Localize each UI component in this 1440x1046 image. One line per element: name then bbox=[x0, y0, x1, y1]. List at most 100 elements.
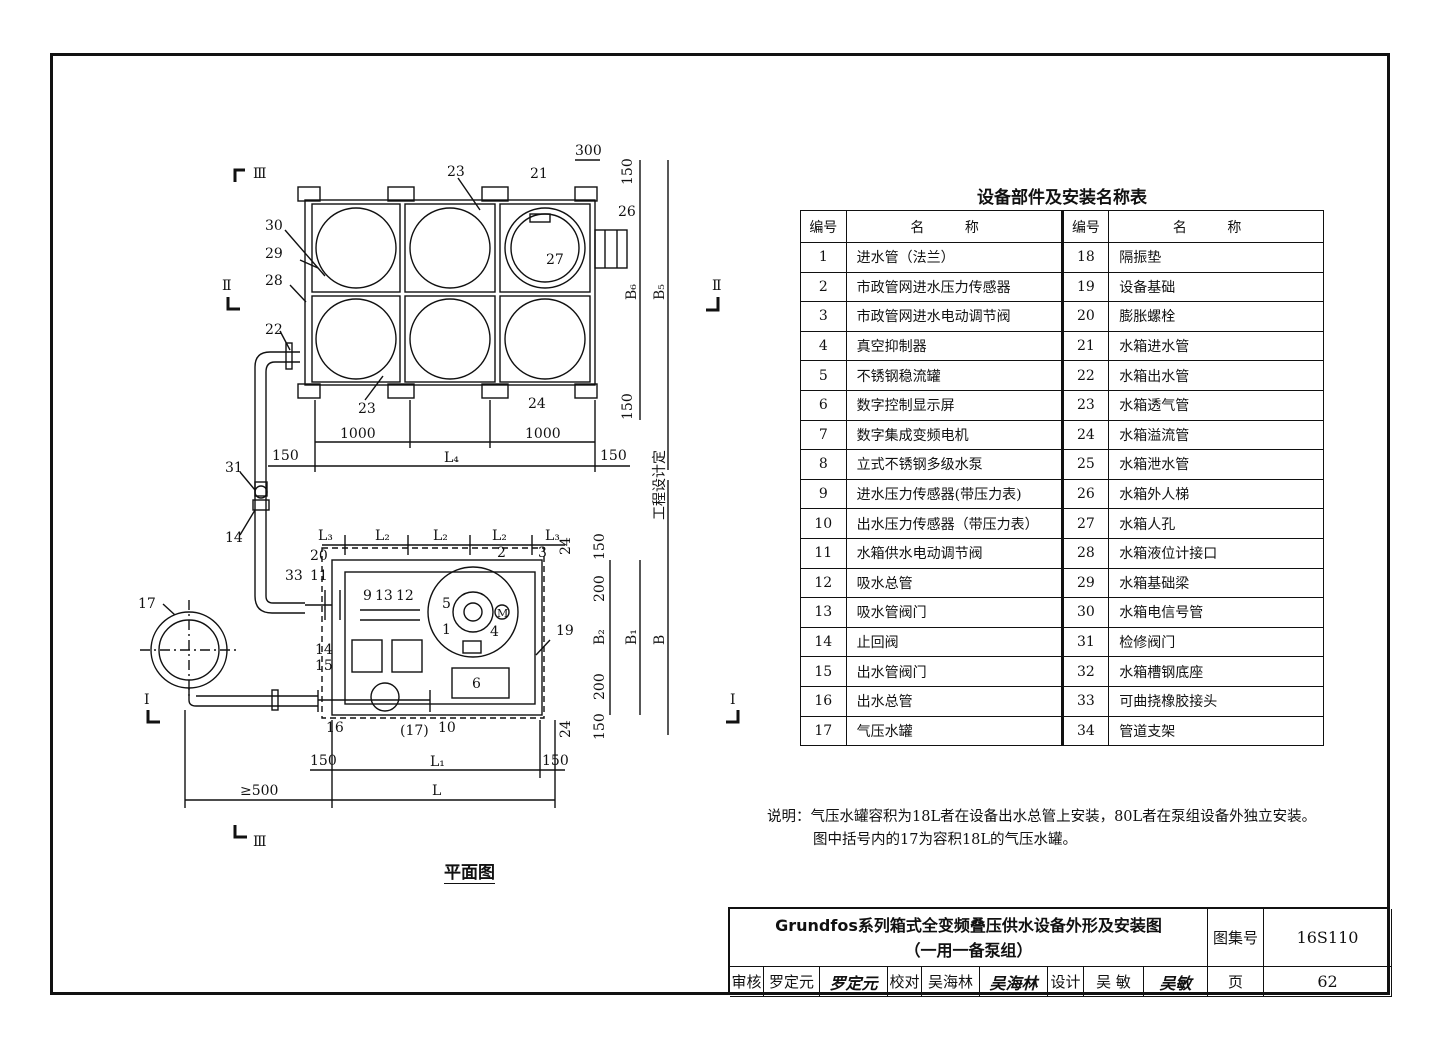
label-17: 17 bbox=[138, 596, 156, 612]
label-17-paren: (17) bbox=[400, 723, 429, 739]
dim-150-b-bottom: 150 bbox=[592, 713, 608, 740]
header-name-left: 名 称 bbox=[845, 210, 1063, 243]
checker-signature: 吴海林 bbox=[980, 967, 1048, 997]
reviewer-name: 罗定元 bbox=[764, 967, 820, 997]
label-24: 24 bbox=[528, 396, 546, 412]
drawing-title-line-1: Grundfos系列箱式全变频叠压供水设备外形及安装图 bbox=[775, 916, 1162, 935]
title-block: Grundfos系列箱式全变频叠压供水设备外形及安装图 （一用一备泵组） 图集号… bbox=[728, 907, 1392, 997]
label-30: 30 bbox=[265, 218, 283, 234]
note-line-2: 图中括号内的17为容积18L的气压水罐。 bbox=[813, 832, 1078, 848]
designer-signature: 吴敏 bbox=[1144, 967, 1208, 997]
dim-150-l1-right: 150 bbox=[542, 753, 569, 769]
label-20: 20 bbox=[310, 548, 328, 564]
label-13: 13 bbox=[375, 588, 393, 604]
motor-label: M bbox=[497, 607, 508, 620]
header-num-right: 编号 bbox=[1060, 210, 1110, 243]
dim-design: 工程设计定 bbox=[652, 450, 668, 520]
parts-table-title: 设备部件及安装名称表 bbox=[977, 188, 1147, 208]
dim-b5: B₅ bbox=[652, 284, 668, 300]
dim-150-mid: 150 bbox=[620, 393, 636, 420]
atlas-number: 16S110 bbox=[1264, 909, 1392, 967]
label-14-top: 14 bbox=[225, 530, 243, 546]
dim-b: B bbox=[652, 635, 668, 645]
dim-l: L bbox=[432, 783, 441, 799]
section-3-top: Ⅲ bbox=[253, 166, 267, 182]
label-12: 12 bbox=[396, 588, 414, 604]
label-16: 16 bbox=[326, 720, 344, 736]
plan-caption: 平面图 bbox=[444, 863, 495, 883]
dim-1000-right: 1000 bbox=[525, 426, 561, 442]
design-label: 设计 bbox=[1048, 967, 1084, 997]
drawing-title: Grundfos系列箱式全变频叠压供水设备外形及安装图 （一用一备泵组） bbox=[730, 909, 1208, 967]
dim-l1: L₁ bbox=[430, 754, 445, 770]
label-15: 15 bbox=[315, 658, 333, 674]
section-1-left: Ⅰ bbox=[144, 692, 150, 708]
atlas-label: 图集号 bbox=[1208, 909, 1264, 967]
dim-300: 300 bbox=[575, 143, 602, 159]
section-2-right: Ⅱ bbox=[712, 278, 722, 294]
designer-name: 吴 敏 bbox=[1084, 967, 1144, 997]
page-number: 62 bbox=[1264, 967, 1392, 997]
dim-500: ≥500 bbox=[240, 783, 278, 799]
label-3: 3 bbox=[538, 545, 547, 561]
dim-150-top: 150 bbox=[620, 158, 636, 185]
label-6: 6 bbox=[472, 676, 481, 692]
label-31: 31 bbox=[225, 460, 243, 476]
label-33: 33 bbox=[285, 568, 303, 584]
label-2: 2 bbox=[497, 545, 506, 561]
label-23-top: 23 bbox=[447, 164, 465, 180]
section-2-left: Ⅱ bbox=[222, 278, 232, 294]
dim-150-b-top: 150 bbox=[592, 533, 608, 560]
label-9: 9 bbox=[363, 588, 372, 604]
label-11: 11 bbox=[310, 568, 328, 584]
label-26: 26 bbox=[618, 204, 636, 220]
dim-200-bottom: 200 bbox=[592, 673, 608, 700]
drawing-frame bbox=[50, 53, 1390, 995]
dim-24-bottom: 24 bbox=[558, 720, 574, 738]
dim-l2-a: L₂ bbox=[375, 528, 390, 544]
label-4: 4 bbox=[490, 624, 499, 640]
dim-l3-right: L₃ bbox=[545, 528, 560, 544]
notes: 说明：气压水罐容积为18L者在设备出水总管上安装，80L者在泵组设备外独立安装。… bbox=[767, 806, 1316, 852]
plan-drawing: Ⅲ Ⅱ Ⅱ Ⅰ Ⅰ Ⅲ 300 150 150 B₆ B₅ 工程设计定 1000… bbox=[138, 143, 740, 850]
dim-b6: B₆ bbox=[624, 284, 640, 300]
label-29: 29 bbox=[265, 246, 283, 262]
dim-150-l1-left: 150 bbox=[310, 753, 337, 769]
section-3-bottom: Ⅲ bbox=[253, 834, 267, 850]
dim-l3-left: L₃ bbox=[318, 528, 333, 544]
label-27: 27 bbox=[546, 252, 564, 268]
dim-b1: B₁ bbox=[624, 629, 640, 645]
note-line-1: 说明：气压水罐容积为18L者在设备出水总管上安装，80L者在泵组设备外独立安装。 bbox=[767, 809, 1317, 825]
dim-150-l4-right: 150 bbox=[600, 448, 627, 464]
dim-24-top: 24 bbox=[558, 537, 574, 555]
label-19: 19 bbox=[556, 623, 574, 639]
page-label: 页 bbox=[1208, 967, 1264, 997]
dim-200-top: 200 bbox=[592, 575, 608, 602]
label-10: 10 bbox=[438, 720, 456, 736]
dim-l4: L₄ bbox=[444, 450, 459, 466]
label-23-bottom: 23 bbox=[358, 401, 376, 417]
dim-150-l4-left: 150 bbox=[272, 448, 299, 464]
dim-b2: B₂ bbox=[592, 629, 608, 645]
reviewer-signature: 罗定元 bbox=[820, 967, 888, 997]
header-num-left: 编号 bbox=[800, 210, 847, 243]
review-label: 审核 bbox=[730, 967, 764, 997]
dim-1000-left: 1000 bbox=[340, 426, 376, 442]
checker-name: 吴海林 bbox=[922, 967, 980, 997]
